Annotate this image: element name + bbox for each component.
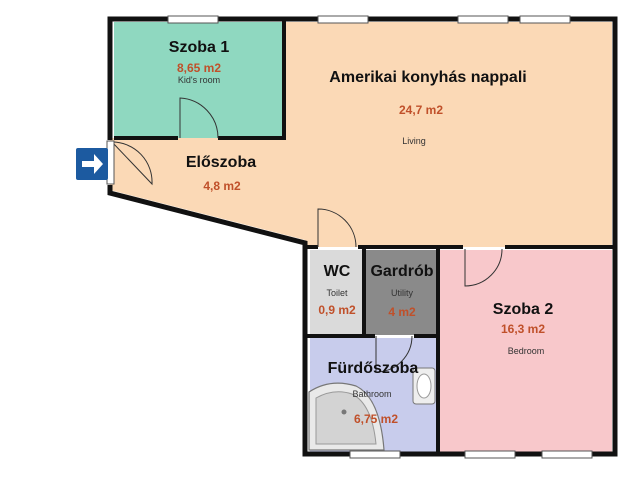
- room-szoba2-fill: [440, 250, 612, 452]
- room-furdo-name: Fürdőszoba: [328, 360, 419, 377]
- doors: [106, 97, 503, 373]
- room-szoba1-english: Kid's room: [178, 75, 220, 85]
- room-szoba2-english: Bedroom: [508, 346, 545, 356]
- room-szoba1-name: Szoba 1: [169, 39, 230, 56]
- room-gardrob-name: Gardrób: [370, 263, 433, 280]
- room-szoba1-fill: [114, 22, 284, 138]
- windows: [167, 15, 593, 459]
- room-szoba1-area: 8,65 m2: [177, 61, 221, 75]
- window: [519, 15, 571, 24]
- room-wc-name: WC: [324, 263, 351, 280]
- window: [317, 15, 369, 24]
- room-nappali-english: Living: [402, 136, 426, 146]
- room-furdo-area: 6,75 m2: [354, 412, 398, 426]
- door-szoba2: [464, 248, 503, 287]
- entrance-arrow-icon[interactable]: [76, 148, 108, 180]
- window: [464, 450, 516, 459]
- window: [349, 450, 401, 459]
- room-gardrob-area: 4 m2: [388, 305, 416, 319]
- room-gardrob-fill: [366, 250, 437, 335]
- room-nappali-name: Amerikai konyhás nappali: [329, 69, 526, 86]
- room-gardrob-english: Utility: [391, 288, 413, 298]
- sink: [412, 367, 436, 405]
- window: [167, 15, 219, 24]
- room-szoba2-area: 16,3 m2: [501, 322, 545, 336]
- door-wc: [317, 208, 357, 248]
- room-wc-fill: [310, 250, 363, 335]
- door-furdo: [375, 335, 413, 373]
- room-szoba2-name: Szoba 2: [493, 301, 554, 318]
- room-nappali-area: 24,7 m2: [399, 103, 443, 117]
- room-wc-area: 0,9 m2: [318, 303, 356, 317]
- room-nappali-fill: [110, 22, 612, 247]
- door-entrance-gap: [106, 140, 115, 185]
- room-furdo-english: Bathroom: [352, 389, 391, 399]
- window: [541, 450, 593, 459]
- room-eloszoba-name: Előszoba: [186, 154, 256, 171]
- room-wc-english: Toilet: [326, 288, 348, 298]
- door-szoba1: [179, 97, 219, 139]
- bathtub: [308, 382, 385, 451]
- interior-walls: [114, 20, 614, 454]
- room-eloszoba-area: 4,8 m2: [203, 179, 241, 193]
- door-entrance: [111, 141, 153, 186]
- window: [457, 15, 509, 24]
